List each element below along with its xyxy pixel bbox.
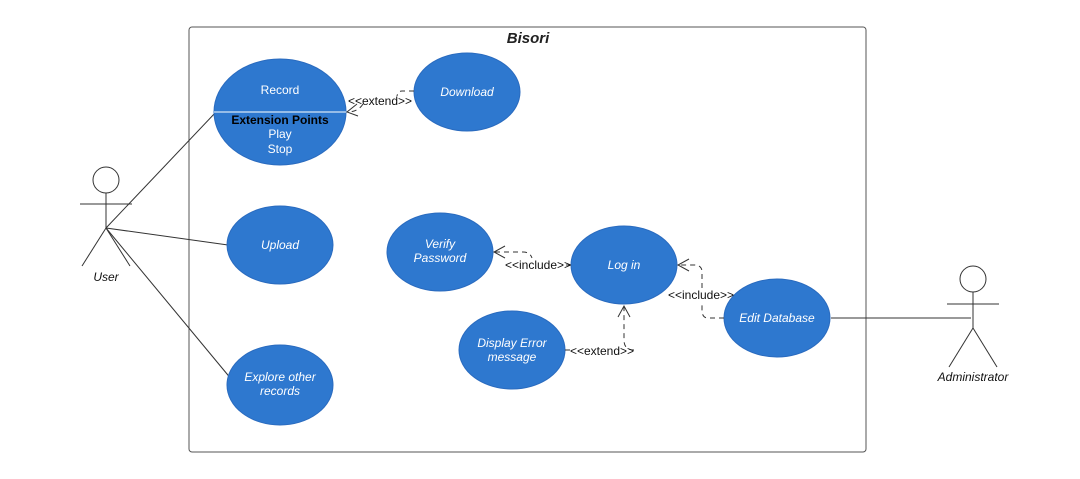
record-title: Record — [261, 83, 300, 97]
record-extension-point-play: Play — [268, 127, 291, 141]
use-case-record[interactable]: Record Extension Points Play Stop — [213, 58, 347, 166]
record-extension-points-title: Extension Points — [231, 113, 329, 127]
include-edit-login-line-upper — [679, 264, 703, 288]
include-edit-login-label: <<include>> — [668, 288, 734, 302]
download-label: Download — [440, 85, 494, 99]
include-edit-login-line-lower — [701, 302, 724, 319]
actor-administrator: Administrator — [937, 265, 1010, 384]
relationship-download-extend-record: <<extend>> — [345, 90, 414, 117]
administrator-right-leg — [972, 327, 998, 368]
edit-database-label: Edit Database — [739, 311, 815, 325]
verify-password-label-line2: Password — [414, 251, 467, 265]
explore-label-line2: records — [260, 384, 300, 398]
association-user-upload — [105, 227, 229, 246]
include-login-verify-line — [495, 251, 533, 259]
use-case-upload[interactable]: Upload — [226, 205, 334, 285]
extend-download-record-line — [346, 90, 414, 113]
extend-download-record-label: <<extend>> — [348, 94, 412, 108]
log-in-label: Log in — [608, 258, 641, 272]
use-case-display-error-message[interactable]: Display Error message — [458, 310, 566, 390]
relationship-edit-include-login: <<include>> — [668, 258, 734, 319]
actor-user-label: User — [93, 270, 119, 284]
user-right-leg — [105, 227, 131, 267]
system-title: Bisori — [507, 30, 550, 47]
use-case-explore-other-records[interactable]: Explore other records — [226, 344, 334, 426]
upload-ellipse — [226, 205, 334, 285]
administrator-left-leg — [948, 327, 974, 368]
explore-label-line1: Explore other — [244, 370, 316, 384]
display-error-label-line1: Display Error — [477, 336, 547, 350]
upload-label: Upload — [261, 238, 299, 252]
display-error-label-line2: message — [488, 350, 537, 364]
user-head — [92, 166, 120, 194]
use-case-download[interactable]: Download — [413, 52, 521, 132]
association-user-record — [105, 111, 217, 229]
explore-ellipse — [226, 344, 334, 426]
record-extension-point-stop: Stop — [268, 142, 293, 156]
actor-administrator-label: Administrator — [937, 370, 1010, 384]
use-case-verify-password[interactable]: Verify Password — [386, 212, 494, 292]
actor-user: User — [80, 166, 132, 284]
administrator-head — [959, 265, 987, 293]
include-login-verify-label: <<include>> — [505, 258, 571, 272]
extend-error-login-arrowhead — [617, 304, 631, 318]
use-case-edit-database[interactable]: Edit Database — [723, 278, 831, 358]
relationship-login-include-verify: <<include>> — [492, 245, 571, 272]
extend-error-login-label: <<extend>> — [570, 344, 634, 358]
include-edit-login-arrowhead — [676, 258, 690, 272]
include-login-verify-arrowhead — [492, 245, 506, 259]
download-ellipse — [413, 52, 521, 132]
association-user-explore — [105, 227, 233, 381]
user-left-leg — [81, 227, 107, 267]
verify-password-label-line1: Verify — [425, 237, 456, 251]
extend-download-record-arrowhead — [345, 103, 359, 117]
use-case-log-in[interactable]: Log in — [570, 225, 678, 305]
relationship-error-extend-login: <<extend>> — [565, 304, 635, 358]
extend-error-login-line — [623, 306, 635, 351]
